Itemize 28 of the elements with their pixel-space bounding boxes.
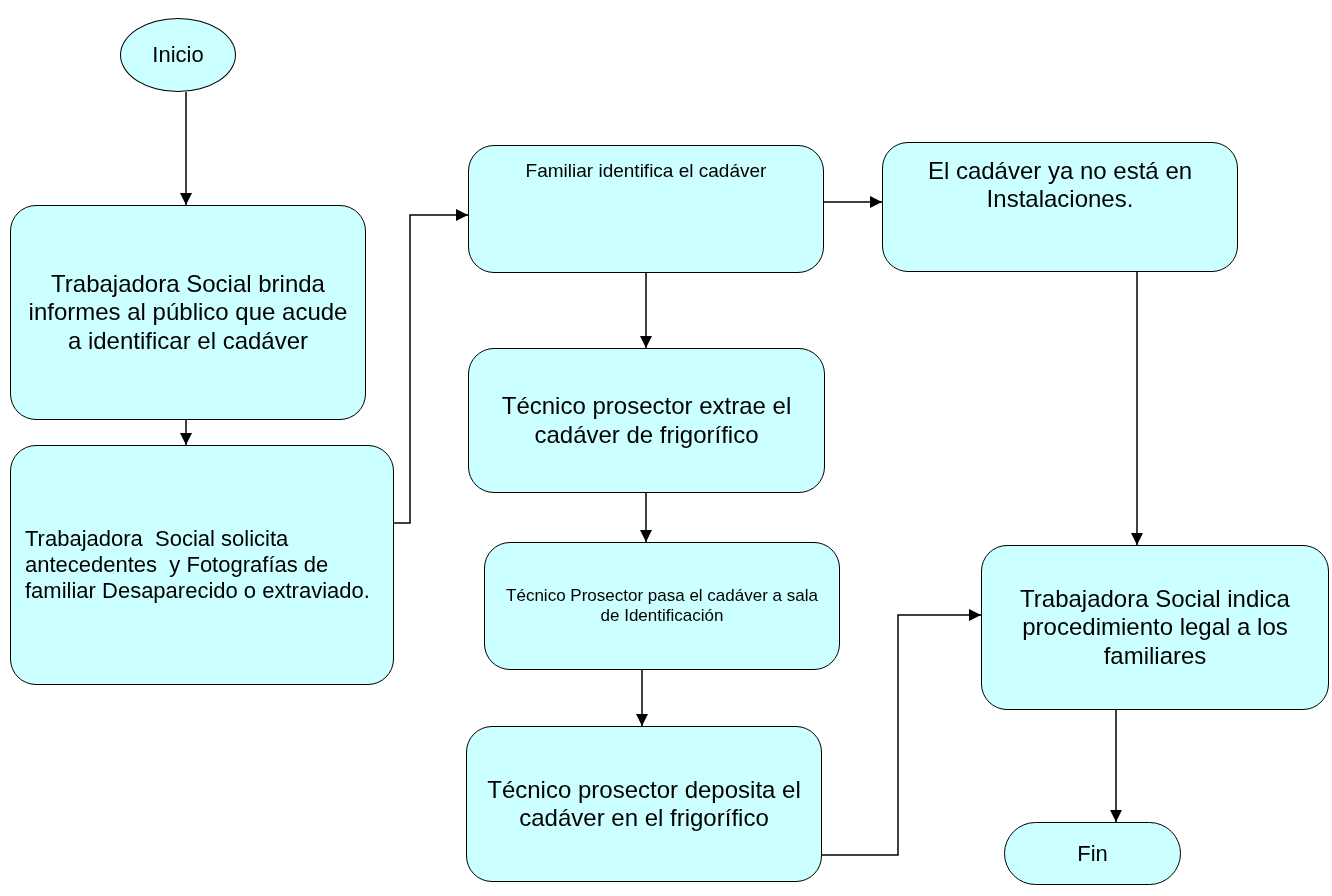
arrow — [821, 609, 982, 856]
process-box — [466, 726, 822, 882]
step-text: Trabajadora Social indica procedimiento legal a los familiares — [1019, 585, 1291, 670]
process-box — [882, 142, 1238, 272]
arrow — [823, 196, 883, 208]
process-box — [10, 205, 366, 420]
step-text: Familiar identifica el cadáver — [525, 160, 767, 183]
process-box — [468, 145, 824, 273]
step-text: El cadáver ya no está en Instalaciones. — [926, 157, 1194, 214]
arrow — [180, 91, 192, 206]
arrow — [636, 669, 648, 727]
arrow — [640, 492, 652, 543]
step-text: Trabajadora Social brinda informes al público que acude a identificar el cadáver — [27, 270, 349, 355]
process-box — [981, 545, 1329, 710]
step-text: Técnico prosector extrae el cadáver de frigorífico — [500, 392, 793, 449]
process-box — [10, 445, 394, 685]
process-box — [484, 542, 840, 670]
step-text: Técnico prosector deposita el cadáver en el frigorífico — [486, 775, 802, 833]
arrow — [1110, 709, 1122, 823]
arrow — [640, 272, 652, 349]
arrow — [393, 209, 469, 524]
step-text: Inicio — [152, 42, 204, 68]
step-text: Trabajadora Social solicita antecedentes y Fotografías de familiar Desaparecido o extraviado. — [25, 526, 371, 604]
process-box — [468, 348, 825, 493]
arrow — [180, 419, 192, 446]
step-text: Fin — [1077, 840, 1108, 867]
step-text: Técnico Prosector pasa el cadáver a sala de Identificación — [505, 585, 819, 627]
arrow — [1131, 271, 1143, 546]
